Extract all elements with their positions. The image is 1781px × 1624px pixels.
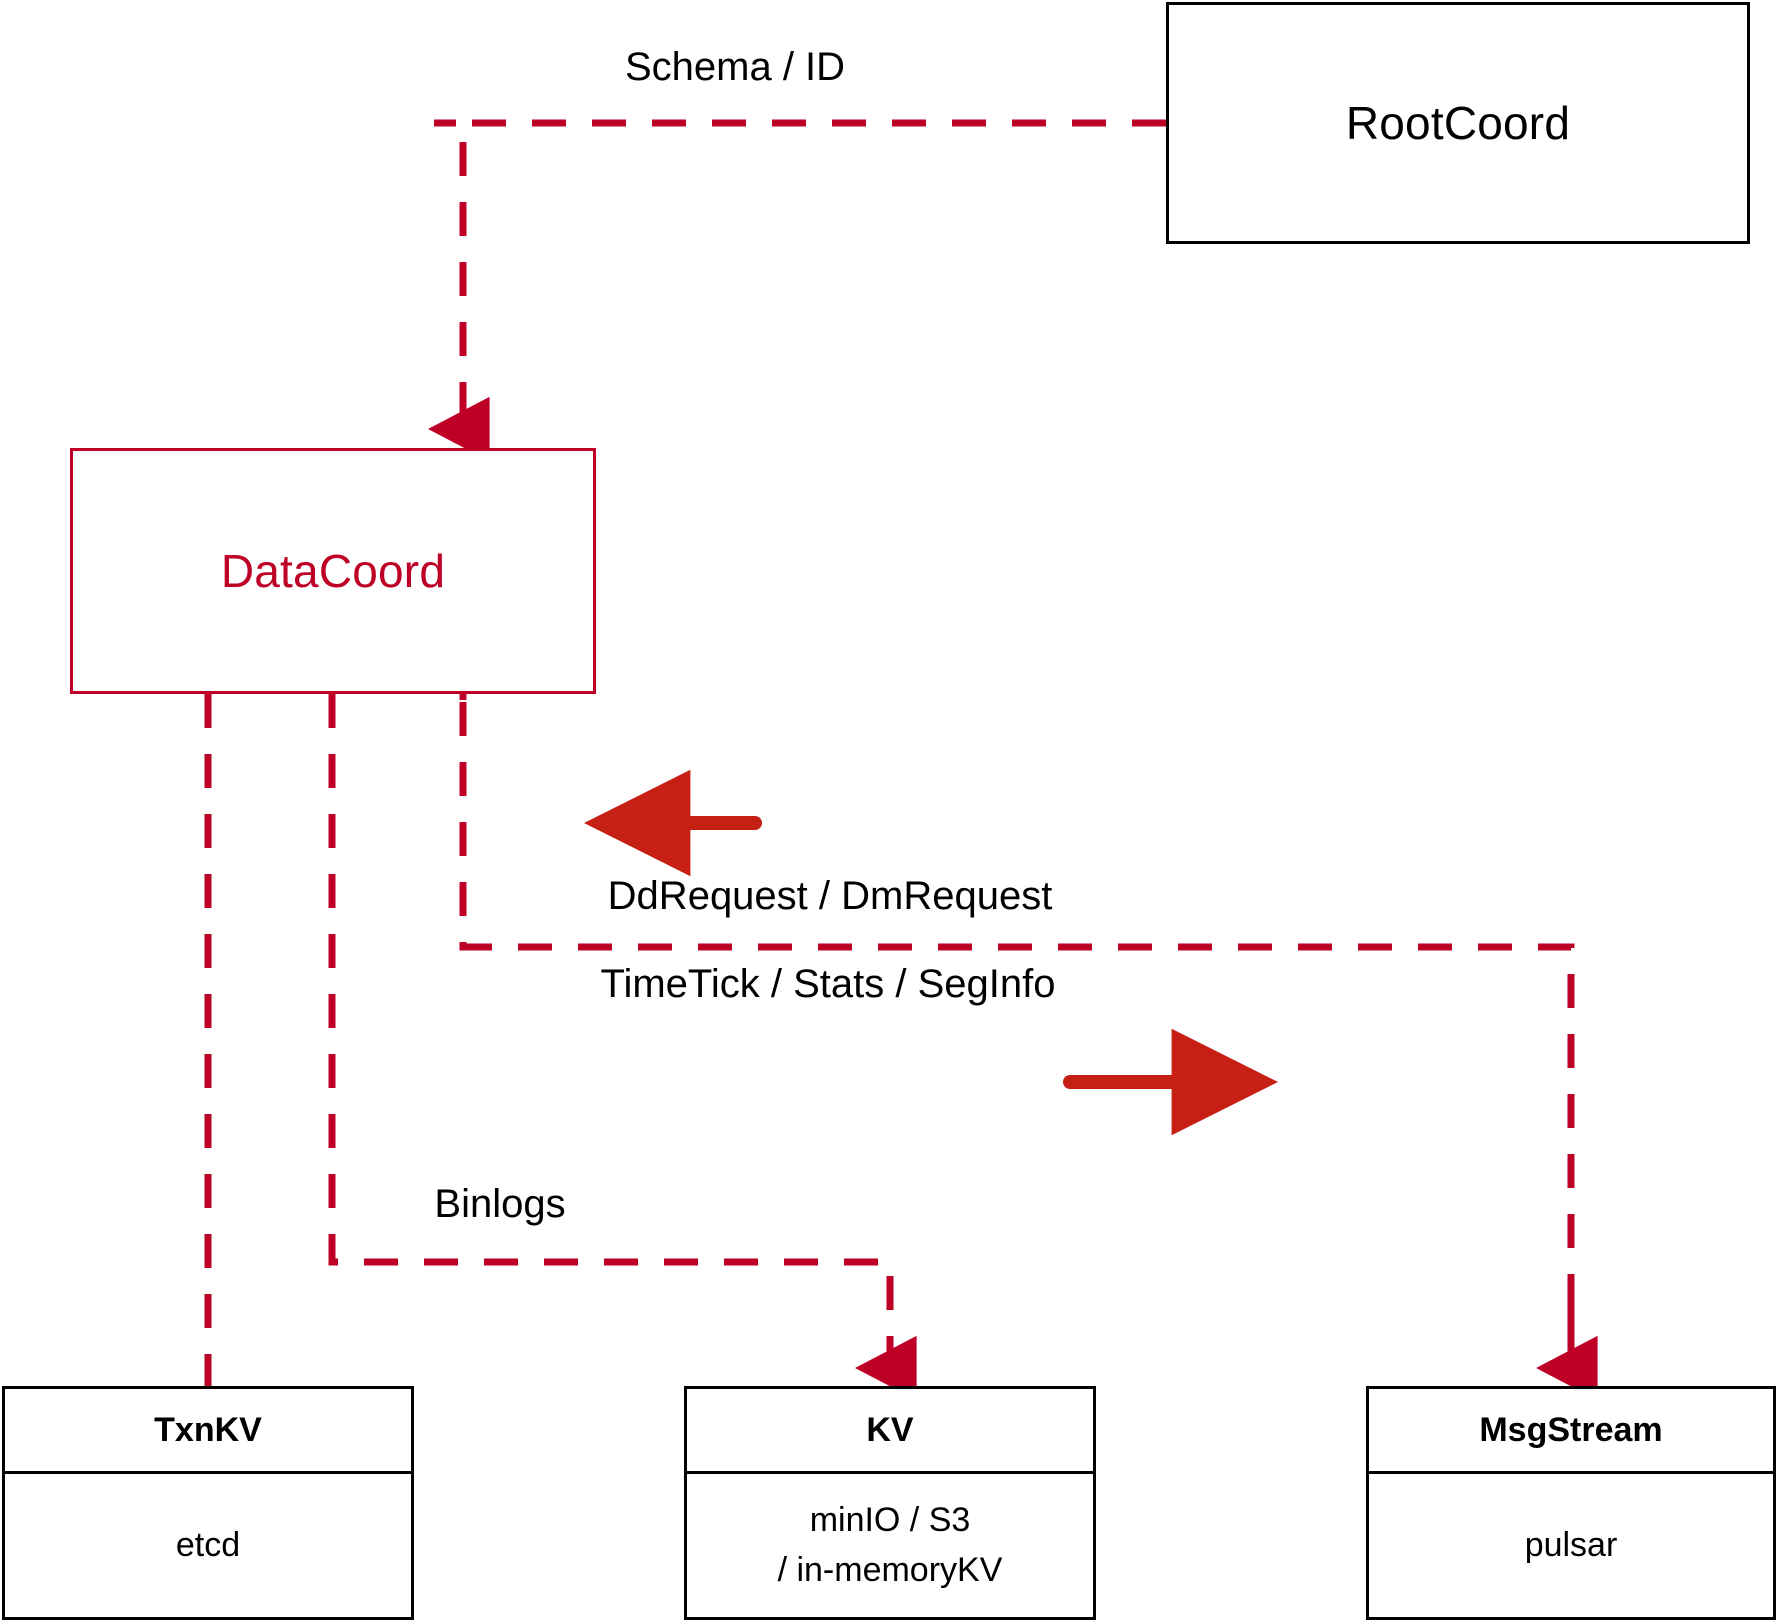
node-txnkv-header: TxnKV [5,1389,411,1474]
connection-datacoord-to-kv [328,694,917,1401]
edge-label-ddrequest: DdRequest / DmRequest [607,874,1053,918]
node-txnkv-body-line: etcd [175,1525,241,1564]
node-txnkv[interactable]: TxnKV etcd [2,1386,414,1620]
node-rootcoord[interactable]: RootCoord [1166,2,1750,244]
node-datacoord-label: DataCoord [220,545,446,597]
node-kv-header: KV [687,1389,1093,1474]
node-txnkv-header-label: TxnKV [154,1410,262,1449]
edge-label-timetick: TimeTick / Stats / SegInfo [600,962,1056,1006]
node-msgstream-body: pulsar [1369,1474,1773,1617]
node-rootcoord-label: RootCoord [1345,97,1571,149]
node-msgstream-header-label: MsgStream [1479,1410,1663,1449]
node-msgstream-header: MsgStream [1369,1389,1773,1474]
node-datacoord[interactable]: DataCoord [70,448,596,694]
node-kv[interactable]: KV minIO / S3 / in-memoryKV [684,1386,1096,1620]
node-kv-body-line: / in-memoryKV [777,1550,1003,1589]
node-txnkv-body: etcd [5,1474,411,1617]
node-kv-body: minIO / S3 / in-memoryKV [687,1474,1093,1617]
edge-label-schema-id: Schema / ID [624,45,846,89]
node-kv-body-line: minIO / S3 [809,1501,971,1540]
connection-rootcoord-to-datacoord [428,119,1166,462]
node-kv-header-label: KV [866,1410,914,1449]
node-msgstream-body-line: pulsar [1524,1525,1618,1564]
node-msgstream[interactable]: MsgStream pulsar [1366,1386,1776,1620]
edge-label-binlogs: Binlogs [434,1182,566,1226]
